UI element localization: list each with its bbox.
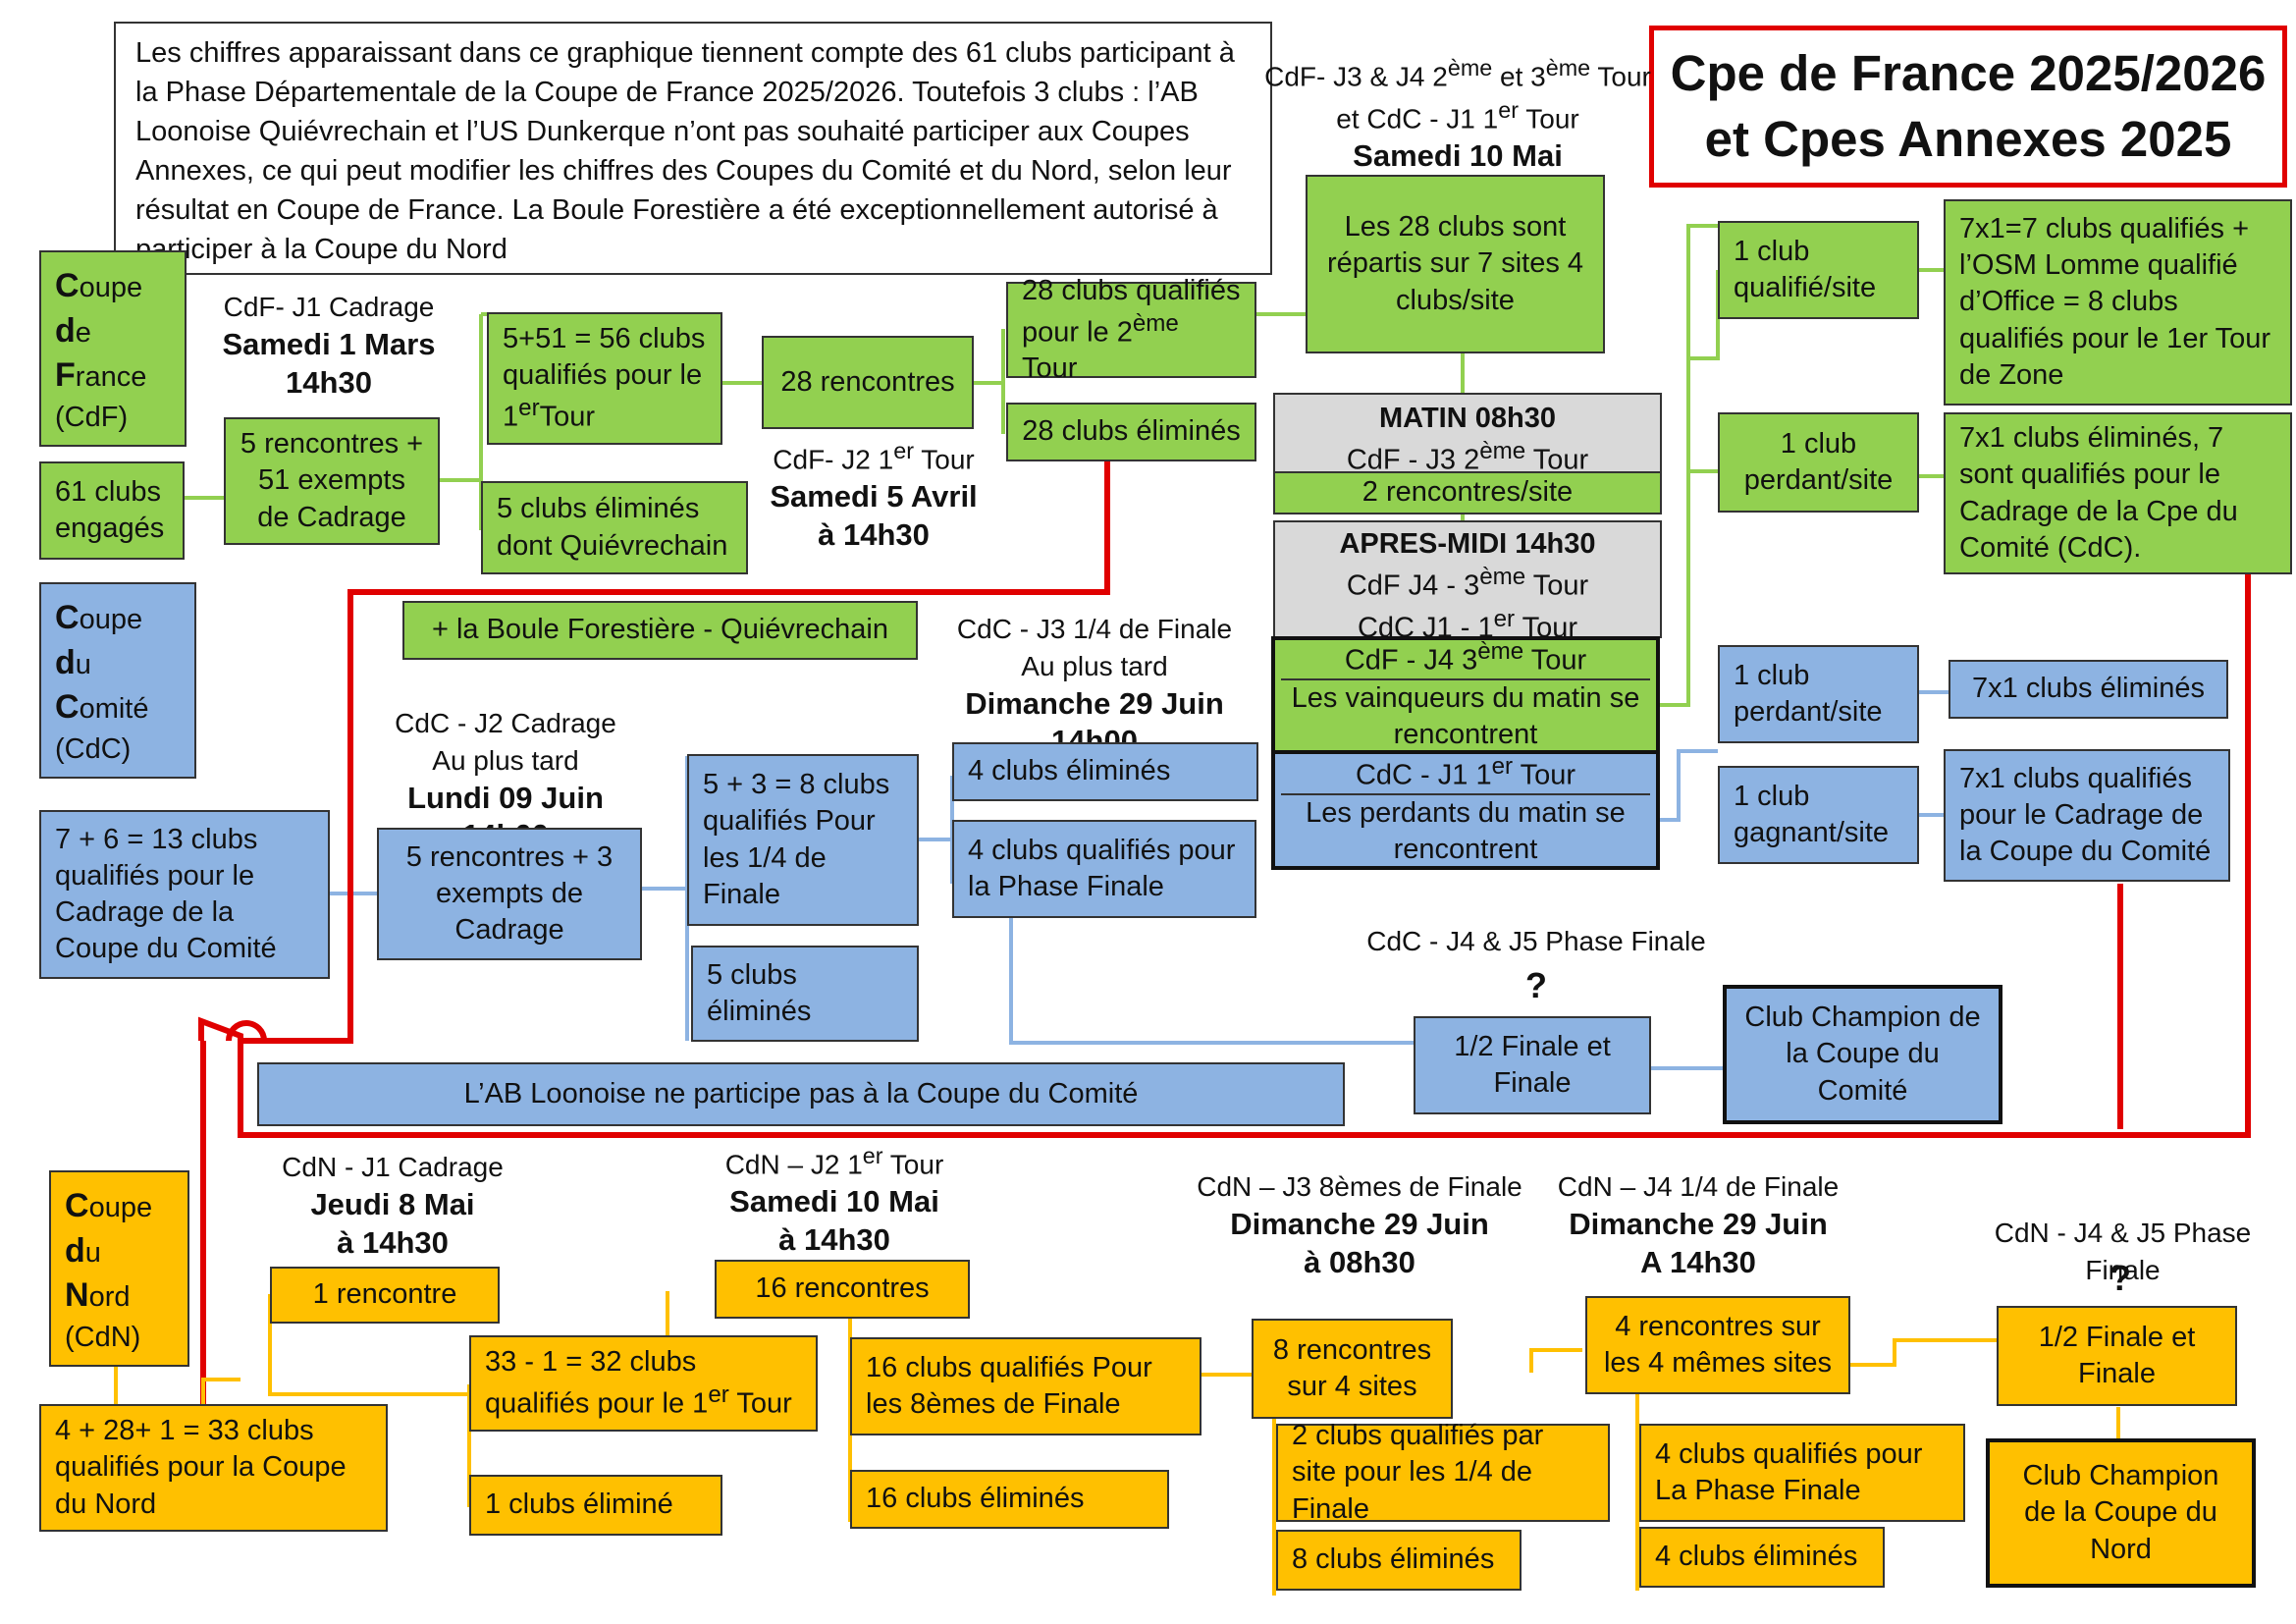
cdn-j2-label: CdN – J2 1er Tour Samedi 10 Mai à 14h30 <box>724 1143 944 1257</box>
cdn-qualified16-box: 16 clubs qualifiés Pour les 8èmes de Fin… <box>850 1337 1201 1435</box>
cdc-perdant-site-box: 1 club perdant/site <box>1718 645 1919 743</box>
cdc-qualified13-box: 7 + 6 = 13 clubs qualifiés pour le Cadra… <box>39 810 330 979</box>
cdf-matin-rencontres-box: 2 rencontres/site <box>1273 471 1662 514</box>
cdn-qualified32-box: 33 - 1 = 32 clubs qualifiés pour le 1er … <box>469 1335 818 1432</box>
cdn-qualified2site-box: 2 clubs qualifiés par site pour les 1/4 … <box>1276 1420 1610 1525</box>
cdc-gagnant-site-box: 1 club gagnant/site <box>1718 766 1919 864</box>
cdn-rencontres4-box: 4 rencontres sur les 4 mêmes sites <box>1585 1296 1850 1394</box>
cdf-j3-label: CdF- J3 & J4 2ème et 3ème Tour et CdC - … <box>1264 55 1651 174</box>
cdc-eliminated5-box: 5 clubs éliminés <box>691 946 919 1042</box>
cdf-qualified56-box: 5+51 = 56 clubs qualifiés pour le 1erTou… <box>487 312 722 445</box>
cdf-engaged-box: 61 clubs engagés <box>39 461 185 560</box>
cdf-eliminated5-box: 5 clubs éliminés dont Quiévrechain <box>481 481 748 574</box>
cdn-rencontres8-box: 8 rencontres sur 4 sites <box>1252 1319 1453 1419</box>
cdc-semi-final-box: 1/2 Finale et Finale <box>1414 1016 1651 1114</box>
cdn-rencontre1-box: 1 rencontre <box>270 1267 500 1324</box>
cdf-eliminated28-box: 28 clubs éliminés <box>1006 403 1256 461</box>
cdf-qualified7-box: 7x1=7 clubs qualifiés + l’OSM Lomme qual… <box>1944 199 2292 406</box>
cdc-j1-box: CdC - J1 1er Tour Les perdants du matin … <box>1271 750 1660 870</box>
cdf-eliminated7-box: 7x1 clubs éliminés, 7 sont qualifiés pou… <box>1944 412 2292 574</box>
cdf-sites-box: Les 28 clubs sont répartis sur 7 sites 4… <box>1306 175 1605 353</box>
cdn-rencontres16-box: 16 rencontres <box>715 1260 970 1319</box>
cdc-qualified7-box: 7x1 clubs qualifiés pour le Cadrage de l… <box>1944 749 2230 882</box>
cdf-qualified28-box: 28 clubs qualifiés pour le 2ème Tour <box>1006 275 1256 384</box>
cdc-j45-label: CdC - J4 & J5 Phase Finale <box>1366 926 1706 956</box>
cdn-j3-label: CdN – J3 8èmes de Finale Dimanche 29 Jui… <box>1197 1171 1522 1279</box>
cdn-eliminated8-box: 8 clubs éliminés <box>1276 1530 1522 1591</box>
cdf-j1-label: CdF- J1 Cadrage Samedi 1 Mars 14h30 <box>222 292 436 400</box>
cdc-qualified8-box: 5 + 3 = 8 clubs qualifiés Pour les 1/4 d… <box>687 754 919 926</box>
cdf-cadrage-box: 5 rencontres + 51 exempts de Cadrage <box>224 417 440 545</box>
cdn-semi-final-box: 1/2 Finale et Finale <box>1997 1306 2237 1406</box>
cdc-eliminated7-box: 7x1 clubs éliminés <box>1949 660 2228 719</box>
cdn-eliminated16-box: 16 clubs éliminés <box>850 1470 1169 1529</box>
cdn-qualified4-box: 4 clubs qualifiés pour La Phase Finale <box>1639 1424 1965 1522</box>
cdf-boule-box: + la Boule Forestière - Quiévrechain <box>402 601 918 660</box>
cdf-apres-box: APRES-MIDI 14h30 CdF J4 - 3ème Tour CdC … <box>1273 520 1662 644</box>
cdc-j2-label: CdC - J2 Cadrage Au plus tard Lundi 09 J… <box>395 708 616 852</box>
cdf-perdant-site-box: 1 club perdant/site <box>1718 412 1919 513</box>
cdc-loonoise-box: L’AB Loonoise ne participe pas à la Coup… <box>257 1062 1345 1126</box>
cdc-eliminated4-box: 4 clubs éliminés <box>952 742 1258 801</box>
cdc-title-box: Coupe du Comité (CdC) <box>39 582 196 779</box>
cdf-title-box: Coupe de France (CdF) <box>39 250 187 447</box>
cdn-qualified33-box: 4 + 28+ 1 = 33 clubs qualifiés pour la C… <box>39 1404 388 1532</box>
cdn-champion-box: Club Champion de la Coupe du Nord <box>1986 1438 2256 1588</box>
cdc-j3-label: CdC - J3 1/4 de Finale Au plus tard Dima… <box>956 614 1233 759</box>
cdf-rencontres28-box: 28 rencontres <box>762 336 974 429</box>
cdn-eliminated1-box: 1 clubs éliminé <box>469 1475 722 1536</box>
cdf-j4-box: CdF - J4 3ème Tour Les vainqueurs du mat… <box>1271 636 1660 754</box>
cdf-j2-label: CdF- J2 1er Tour Samedi 5 Avril à 14h30 <box>770 438 978 552</box>
cdn-eliminated4-box: 4 clubs éliminés <box>1639 1527 1885 1588</box>
cdn-title-box: Coupe du Nord (CdN) <box>49 1170 189 1367</box>
main-title-line1: Cpe de France 2025/2026 <box>1670 45 2267 102</box>
cdc-question-mark: ? <box>1525 965 1547 1005</box>
cdc-qualified4-box: 4 clubs qualifiés pour la Phase Finale <box>952 820 1256 918</box>
cdc-champion-box: Club Champion de la Coupe du Comité <box>1723 985 2002 1124</box>
cdn-j1-label: CdN - J1 Cadrage Jeudi 8 Mai à 14h30 <box>282 1152 504 1260</box>
cdn-j4-label: CdN – J4 1/4 de Finale Dimanche 29 Juin … <box>1557 1171 1840 1279</box>
cdn-j45-label: CdN - J4 & J5 Phase Finale <box>1994 1218 2252 1285</box>
main-title-line2: et Cpes Annexes 2025 <box>1704 110 2232 167</box>
main-title: Cpe de France 2025/2026 et Cpes Annexes … <box>1649 26 2287 188</box>
cdn-question-mark: ? <box>2109 1258 2131 1298</box>
cdc-cadrage-box: 5 rencontres + 3 exempts de Cadrage <box>377 828 642 960</box>
cdf-qualified-site-box: 1 club qualifié/site <box>1718 221 1919 319</box>
info-note: Les chiffres apparaissant dans ce graphi… <box>114 22 1272 275</box>
